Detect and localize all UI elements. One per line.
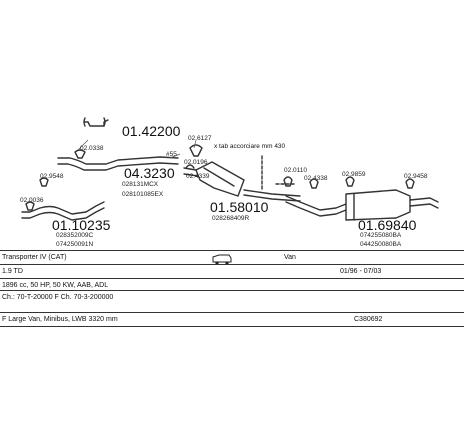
part-code: 01.58010 <box>210 199 269 215</box>
exhaust-drawing <box>21 117 439 221</box>
part-ref: 074250091N <box>56 241 94 248</box>
shorten-note: x tab accorciare mm 430 <box>214 143 286 150</box>
part-code: 01.42200 <box>122 123 181 139</box>
body-type: Van <box>284 254 296 261</box>
part-label-small: 02.0110 <box>284 167 308 174</box>
vehicle-description: F Large Van, Minibus, LWB 3320 mm <box>2 316 118 323</box>
row-divider <box>0 290 464 291</box>
part-label-small: 02.9458 <box>404 173 428 180</box>
part-label-small: 02.6127 <box>188 135 212 142</box>
middle-silencer-part <box>195 161 245 197</box>
part-label-small: 02.0036 <box>20 197 44 204</box>
part-label-small: 02.0196 <box>184 159 208 166</box>
down-pipe-part <box>21 201 105 215</box>
front-pipe-part <box>57 156 179 165</box>
part-label-small: 02.9548 <box>40 173 64 180</box>
part-ref: 074255080BA <box>360 232 402 239</box>
part-label-small: 02.4339 <box>186 173 210 180</box>
part-ref: 044250080BA <box>360 241 402 248</box>
row-divider <box>0 264 464 265</box>
engine-spec: 1896 cc, 50 HP, 50 KW, AAB, ADL <box>2 282 109 289</box>
part-label-small: 02.0338 <box>80 145 104 152</box>
rear-pipe-part <box>285 195 347 211</box>
chassis-range: Ch.: 70-T-20000 F Ch. 70-3-200000 <box>2 294 114 301</box>
catalog-reference: C380692 <box>354 316 383 323</box>
part-label-small: #55 <box>166 151 177 158</box>
part-code: 04.3230 <box>124 165 175 181</box>
part-ref: 028268409R <box>212 215 250 222</box>
vehicle-model: Transporter IV (CAT) <box>2 254 67 261</box>
rear-silencer-part <box>345 189 411 221</box>
exhaust-diagram: 02.0338 02.9548 02.0036 02.0196 #55 02.6… <box>20 117 439 248</box>
part-label-small: 02.4338 <box>304 175 328 182</box>
vehicle-info-table: Transporter IV (CAT) Van 1.9 TD 01/96 - … <box>0 250 464 330</box>
part-ref: 028131MCX <box>122 181 159 188</box>
row-divider <box>0 278 464 279</box>
part-code: 01.10235 <box>52 217 111 233</box>
part-ref: 028101085EX <box>122 191 164 198</box>
part-ref: 028352009C <box>56 232 94 239</box>
van-icon <box>212 252 232 265</box>
engine: 1.9 TD <box>2 268 23 275</box>
row-divider <box>0 312 464 313</box>
part-label-small: 02.9859 <box>342 171 366 178</box>
production-dates: 01/96 - 07/03 <box>340 268 382 275</box>
row-divider <box>0 250 464 251</box>
row-divider <box>0 326 464 327</box>
part-code: 01.69840 <box>358 217 417 233</box>
